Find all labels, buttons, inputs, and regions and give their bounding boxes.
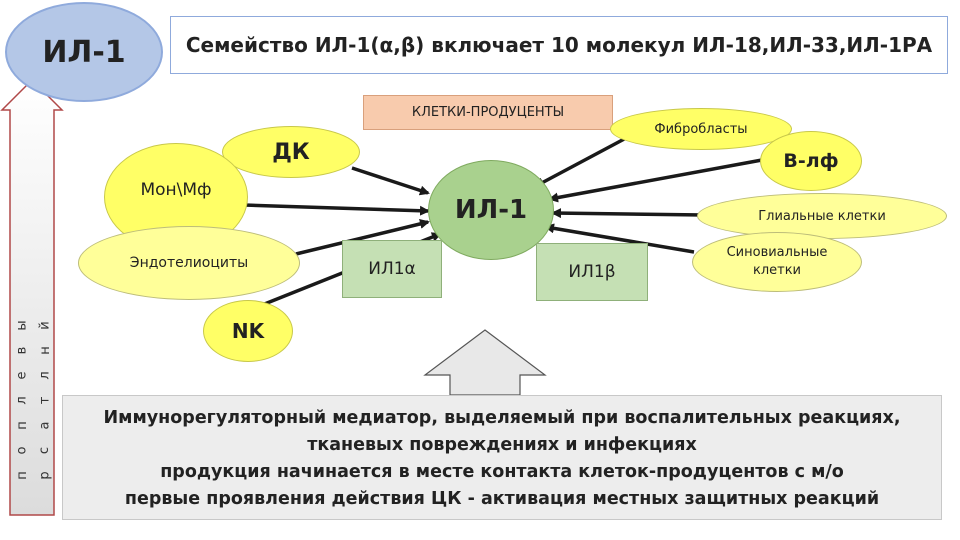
side-word-right: й н л т а с р bbox=[37, 313, 53, 488]
side-letter: п bbox=[14, 421, 30, 430]
cell-glial: Глиальные клетки bbox=[697, 193, 947, 239]
arrow-blf bbox=[548, 158, 763, 203]
producers-label: КЛЕТКИ-ПРОДУЦЕНТЫ bbox=[363, 95, 613, 130]
arrow-glial bbox=[551, 208, 705, 219]
cell-synovial: Синовиальные клетки bbox=[692, 232, 862, 292]
side-letter: в bbox=[14, 346, 30, 355]
side-letter: с bbox=[37, 446, 53, 455]
side-letter: н bbox=[37, 346, 53, 355]
side-letter: р bbox=[37, 471, 53, 480]
subtype-beta: ИЛ1β bbox=[536, 243, 648, 301]
description-box: Иммунорегуляторный медиатор, выделяемый … bbox=[62, 395, 942, 520]
side-letter: е bbox=[14, 371, 30, 380]
side-letter: л bbox=[37, 371, 53, 380]
cell-nk: NK bbox=[203, 300, 293, 362]
center-il1: ИЛ-1 bbox=[428, 160, 554, 260]
side-letter: а bbox=[37, 421, 53, 430]
arrow-dk bbox=[351, 166, 430, 196]
side-letter: п bbox=[14, 471, 30, 480]
cell-b-lf: В-лф bbox=[760, 131, 862, 191]
cell-dk: ДК bbox=[222, 126, 360, 178]
side-letter: л bbox=[14, 396, 30, 405]
side-letter: ы bbox=[14, 320, 30, 331]
subtype-alpha: ИЛ1α bbox=[342, 240, 442, 298]
il1-circle-label: ИЛ-1 bbox=[42, 34, 126, 70]
side-letter: т bbox=[37, 396, 53, 405]
il1-circle: ИЛ-1 bbox=[5, 2, 163, 102]
arrow-monmf bbox=[243, 203, 430, 216]
arrow-endo bbox=[295, 219, 430, 256]
bottom-up-arrow bbox=[423, 329, 547, 396]
cell-endothelial: Эндотелиоциты bbox=[78, 226, 300, 300]
side-word-left: ы в е л п о п bbox=[14, 313, 30, 488]
arrow-fibro bbox=[534, 135, 629, 188]
arrow-synovial bbox=[544, 223, 695, 254]
cell-fibroblasts: Фибробласты bbox=[610, 108, 792, 150]
family-text: Семейство ИЛ-1(α,β) включает 10 молекул … bbox=[185, 33, 933, 57]
description-line-3: продукция начинается в месте контакта кл… bbox=[160, 462, 844, 482]
side-letter: й bbox=[37, 321, 53, 330]
description-line-1: Иммунорегуляторный медиатор, выделяемый … bbox=[103, 408, 901, 428]
description-line-2: тканевых повреждениях и инфекциях bbox=[307, 435, 697, 455]
description-line-4: первые проявления действия ЦК - активаци… bbox=[124, 489, 880, 509]
family-banner: Семейство ИЛ-1(α,β) включает 10 молекул … bbox=[170, 16, 948, 74]
side-letter: о bbox=[14, 446, 30, 455]
